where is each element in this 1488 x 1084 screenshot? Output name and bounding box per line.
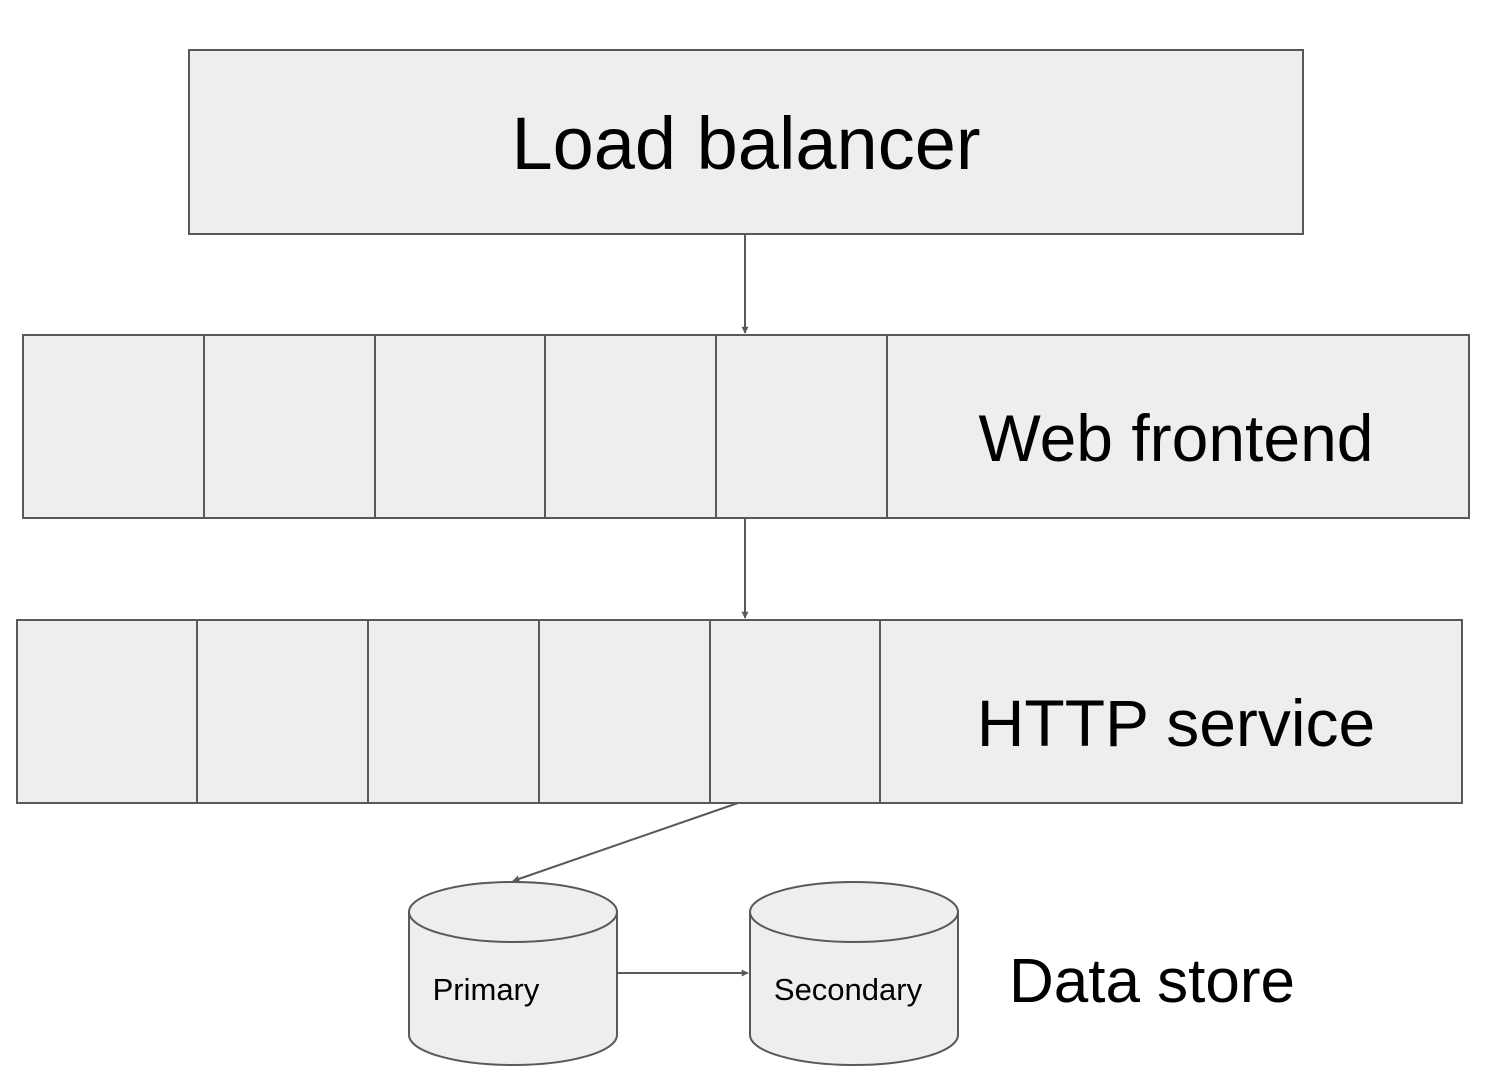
primary-label: Primary	[433, 972, 540, 1007]
web-frontend-node: Web frontend	[22, 334, 1470, 519]
primary-datastore-cylinder: Primary	[408, 881, 618, 1066]
http-service-node: HTTP service	[16, 619, 1463, 804]
secondary-datastore-cylinder: Secondary	[749, 881, 959, 1066]
load-balancer-node: Load balancer	[188, 49, 1304, 235]
load-balancer-label: Load balancer	[511, 102, 980, 185]
web-frontend-label: Web frontend	[978, 401, 1373, 475]
edge-http-to-primary	[512, 802, 739, 883]
http-service-label: HTTP service	[977, 686, 1376, 760]
secondary-label: Secondary	[774, 972, 923, 1007]
data-store-label: Data store	[1009, 947, 1295, 1016]
